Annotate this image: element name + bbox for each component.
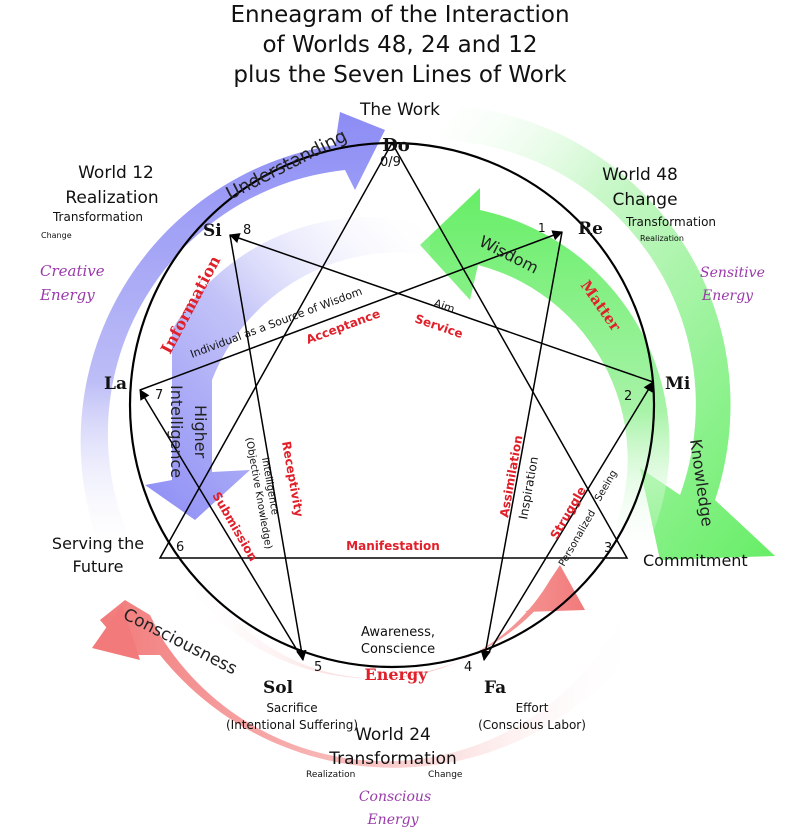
sensitive-energy-1: Sensitive bbox=[700, 265, 765, 281]
title-line-2: of Worlds 48, 24 and 12 bbox=[262, 32, 537, 58]
point-4: 4 bbox=[464, 660, 472, 675]
world-12-title: World 12 bbox=[78, 163, 154, 183]
world-24-sub2: Change bbox=[428, 770, 463, 780]
world-12-sub2: Change bbox=[41, 231, 72, 240]
title: Enneagram of the Interaction of Worlds 4… bbox=[230, 2, 569, 88]
point-0-9: 0/9 bbox=[380, 155, 401, 170]
world-48: World 48 Change Transformation Realizati… bbox=[602, 165, 765, 304]
world-24-main: Transformation bbox=[328, 749, 457, 769]
world-24: World 24 Transformation Realization Chan… bbox=[306, 725, 463, 828]
world-48-main: Change bbox=[612, 190, 677, 210]
awareness-label-1: Awareness, bbox=[361, 625, 435, 640]
world-48-sub1: Transformation bbox=[625, 215, 716, 229]
green-outer-arrow bbox=[420, 104, 775, 561]
notes: Do Re Mi Fa Sol La Si bbox=[104, 135, 691, 698]
world-24-sub1: Realization bbox=[306, 770, 355, 780]
title-line-3: plus the Seven Lines of Work bbox=[233, 62, 567, 88]
point-5: 5 bbox=[314, 660, 322, 675]
line-2-8 bbox=[229, 233, 654, 383]
intelligence-label: Intelligence bbox=[167, 385, 186, 478]
creative-energy-2: Energy bbox=[39, 286, 95, 304]
point-6: 6 bbox=[176, 540, 184, 555]
world-12: World 12 Realization Transformation Chan… bbox=[39, 163, 159, 304]
sensitive-energy-2: Energy bbox=[701, 288, 754, 304]
note-fa: Fa bbox=[484, 678, 506, 698]
note-mi: Mi bbox=[665, 374, 691, 394]
line-label-service: Service bbox=[413, 312, 465, 341]
title-line-1: Enneagram of the Interaction bbox=[230, 2, 569, 28]
note-re: Re bbox=[578, 219, 603, 239]
line-label-aim: Aim bbox=[432, 297, 456, 316]
commitment-label: Commitment bbox=[643, 551, 748, 570]
awareness-label-2: Conscience bbox=[361, 642, 435, 657]
world-24-title: World 24 bbox=[355, 725, 431, 745]
world-48-sub2: Realization bbox=[640, 234, 684, 243]
point-8: 8 bbox=[243, 223, 251, 238]
serving-label-1: Serving the bbox=[52, 534, 144, 553]
point-2: 2 bbox=[624, 389, 632, 404]
line-label-receptivity: Receptivity bbox=[279, 440, 306, 518]
triangle-3-6-9 bbox=[158, 141, 629, 559]
green-wisdom-arrow bbox=[420, 188, 670, 560]
serving-label-2: Future bbox=[73, 557, 124, 576]
point-1: 1 bbox=[538, 221, 546, 235]
line-4-2 bbox=[483, 381, 654, 661]
point-3: 3 bbox=[604, 541, 612, 556]
world-12-sub1: Transformation bbox=[52, 210, 143, 224]
the-work-label: The Work bbox=[359, 100, 440, 120]
conscious-energy-2: Energy bbox=[366, 812, 419, 828]
red-awareness-arrow bbox=[180, 560, 585, 679]
line-label-submission: Submission bbox=[209, 490, 260, 564]
line-8-5 bbox=[229, 234, 307, 662]
blue-intelligence-arrow bbox=[145, 217, 430, 520]
sacrifice-label-2: (Intentional Suffering) bbox=[226, 718, 358, 732]
higher-label: Higher bbox=[191, 405, 210, 459]
line-1-4 bbox=[480, 231, 563, 662]
line-label-manifestation: Manifestation bbox=[346, 539, 440, 553]
blue-understanding-arrow bbox=[80, 112, 385, 560]
sacrifice-label-1: Sacrifice bbox=[266, 701, 317, 715]
point-numbers: 0/9 1 2 3 4 5 6 7 8 bbox=[155, 155, 632, 675]
line-7-1 bbox=[139, 230, 563, 391]
note-sol: Sol bbox=[263, 678, 294, 698]
world-12-main: Realization bbox=[65, 188, 158, 208]
point-7: 7 bbox=[155, 388, 163, 403]
note-la: La bbox=[104, 374, 127, 394]
energy-label: Energy bbox=[365, 665, 429, 684]
effort-label-2: (Conscious Labor) bbox=[478, 718, 586, 732]
creative-energy-1: Creative bbox=[40, 262, 105, 280]
note-do: Do bbox=[382, 135, 410, 156]
line-5-7 bbox=[139, 389, 304, 661]
world-48-title: World 48 bbox=[602, 165, 678, 185]
red-consciousness-head bbox=[92, 605, 140, 660]
hexad-lines bbox=[139, 230, 654, 662]
conscious-energy-1: Conscious bbox=[359, 789, 431, 805]
note-si: Si bbox=[203, 221, 222, 241]
effort-label-1: Effort bbox=[516, 701, 549, 715]
